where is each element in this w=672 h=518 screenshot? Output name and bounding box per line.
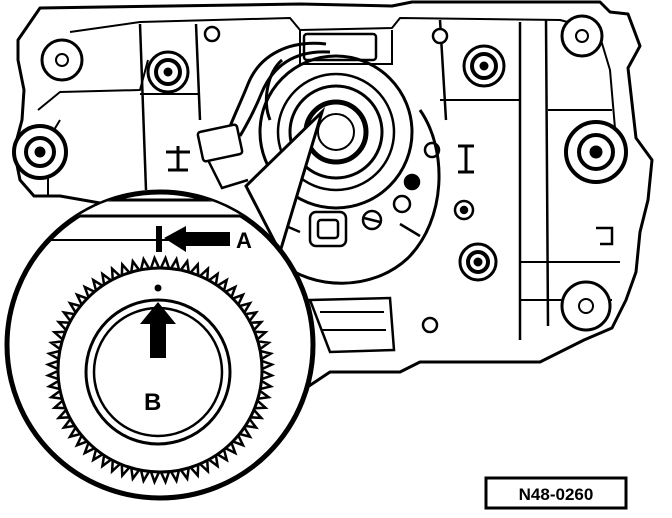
housing-ribs [138,19,550,340]
wiring-harness [226,41,331,137]
ring-marker-dot [154,284,162,292]
detail-magnifier [4,189,316,501]
lower-details [285,209,614,354]
arrow-a-icon [156,226,230,252]
hub-inner-circle-outer [84,298,232,446]
switch-housing [12,0,654,394]
position-marking [458,144,474,174]
boss-right-side [564,120,628,184]
housing-rails [140,93,620,301]
arrow-b-icon [140,302,176,358]
boss-top-right [560,14,604,58]
mounting-bosses [12,14,628,332]
boss-right-lower [458,242,498,282]
label-b: B [144,389,161,416]
clock-spring-ring [279,109,441,285]
reference-code: N48-0260 [519,485,594,504]
small-holes [203,25,475,334]
boss-left-side [12,124,68,180]
connector-plug [166,123,249,190]
column-hub [258,30,441,285]
notch-mark [156,226,162,252]
boss-top-left [40,38,84,82]
boss-left-upper [146,50,190,94]
callout-leader [244,106,326,256]
boss-right-upper [462,44,506,88]
reference-code-box: N48-0260 [484,476,628,510]
label-a: A [236,228,252,253]
boss-bottom-right [560,280,612,332]
